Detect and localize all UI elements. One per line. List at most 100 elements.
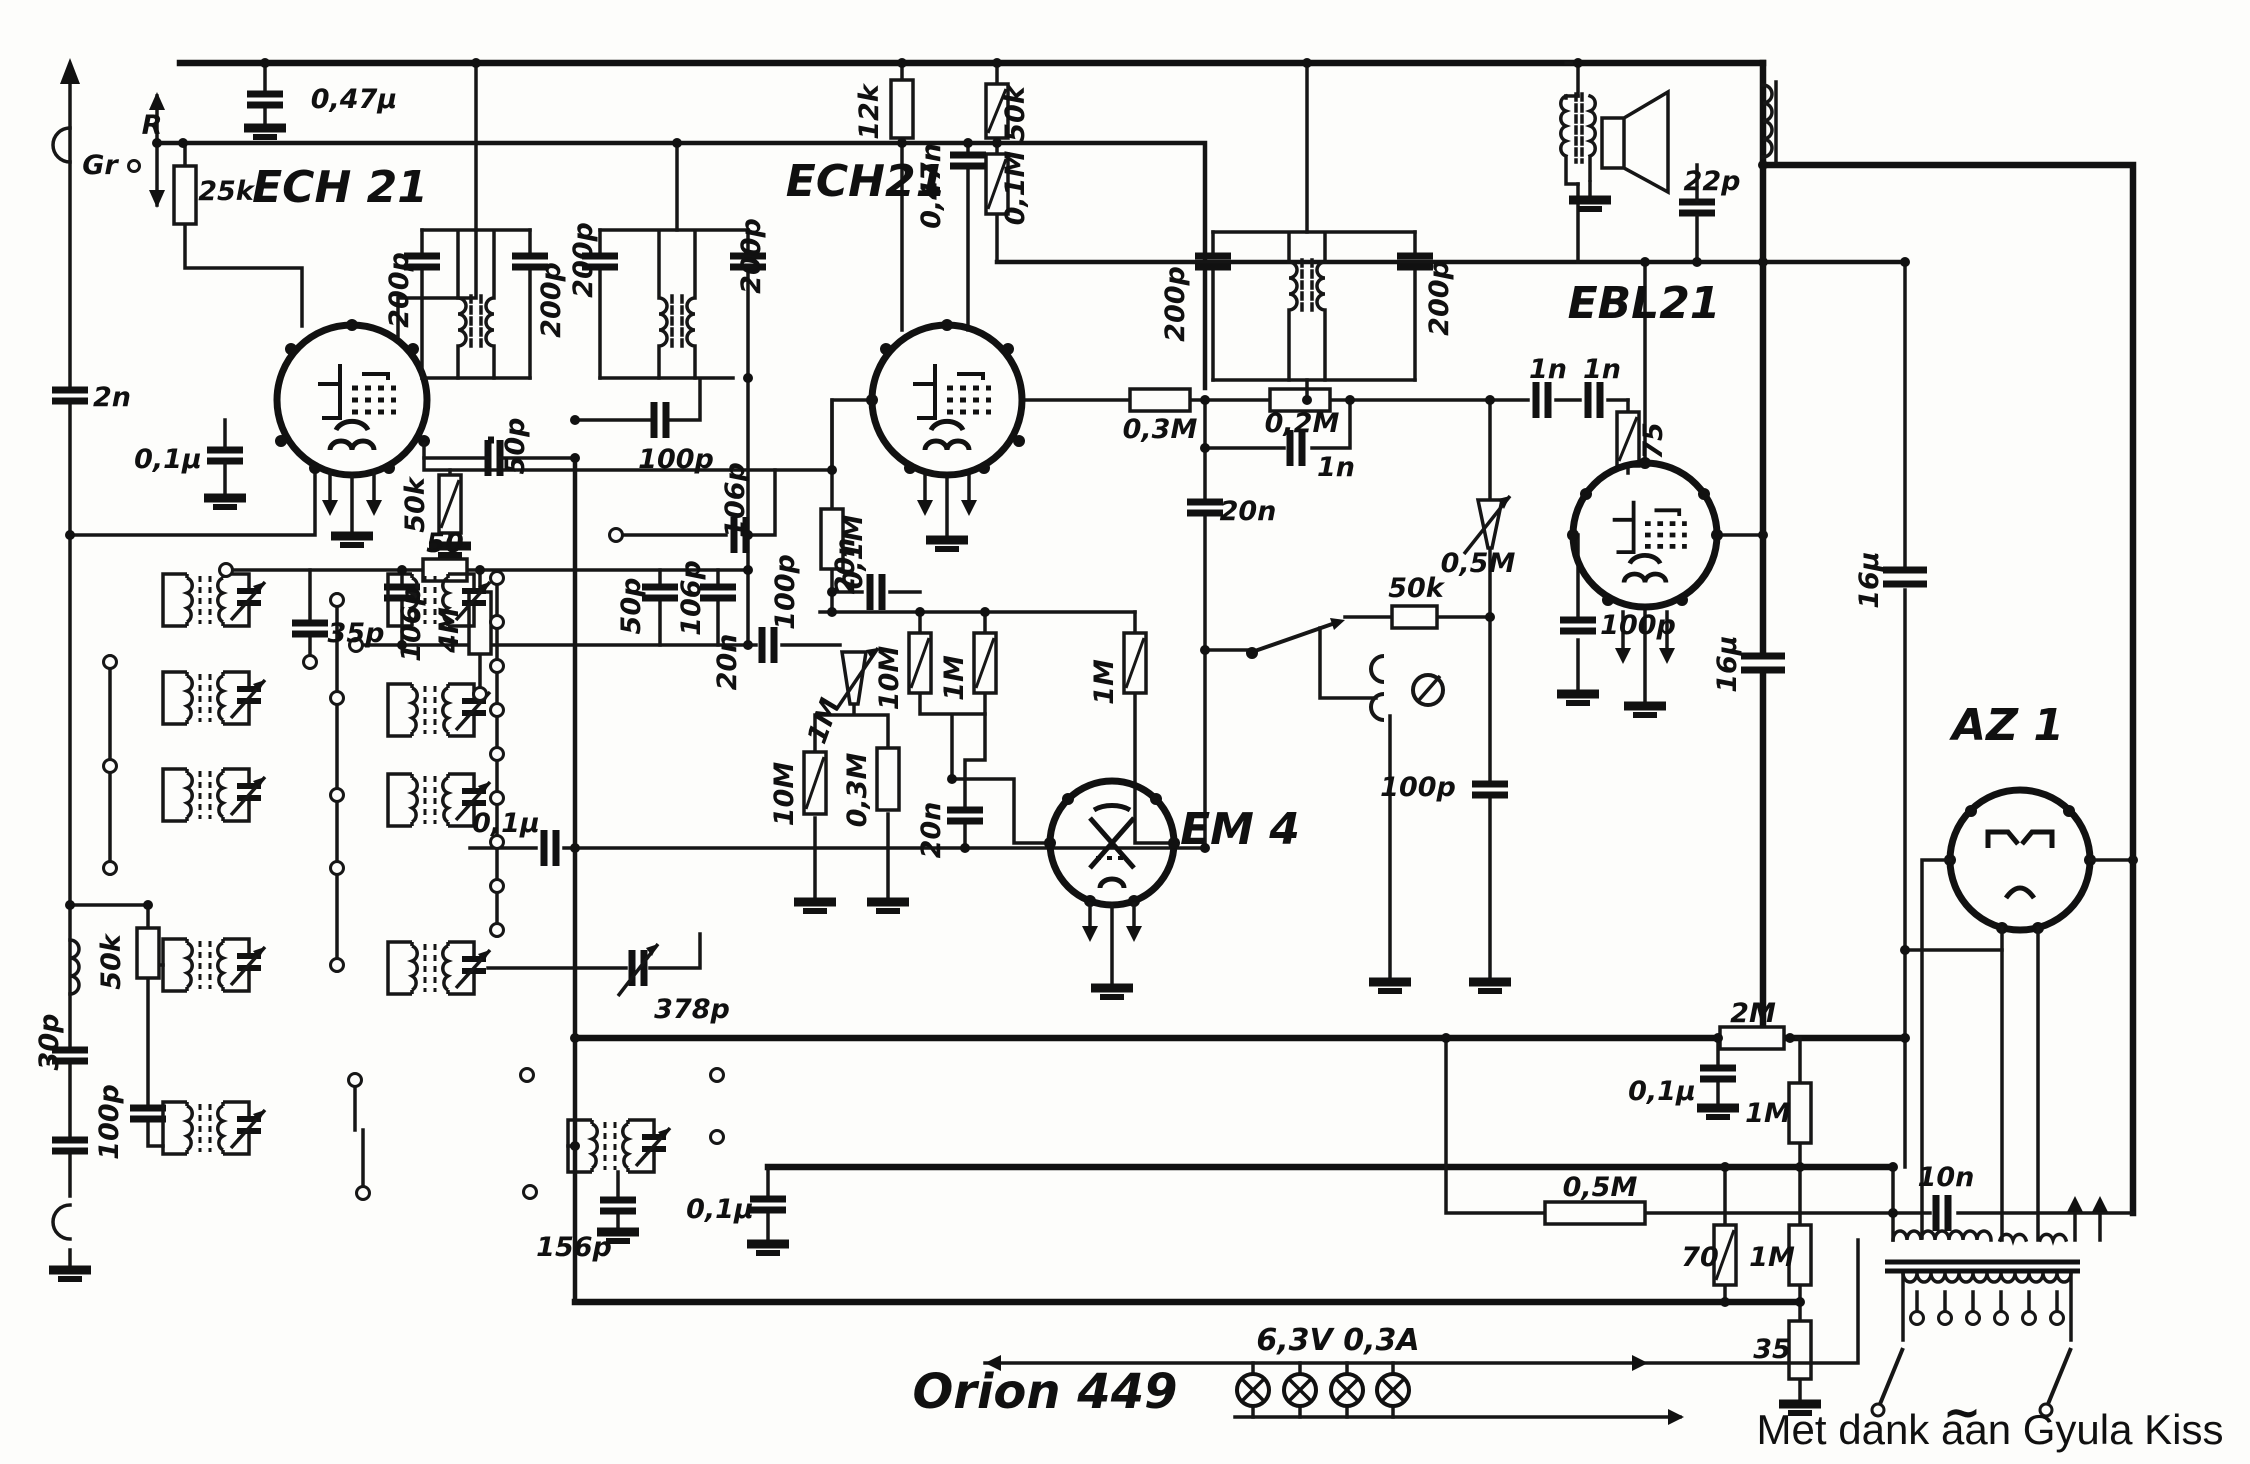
value-200p: 200p — [1424, 260, 1455, 336]
value-10m: 10M — [874, 646, 905, 711]
value-01u: 0,1μ — [472, 808, 540, 839]
value-50k: 50k — [400, 475, 431, 533]
value-106p: 106p — [396, 586, 427, 662]
value-05m: 0,5M — [1563, 1172, 1638, 1203]
cap-01u-bottom — [750, 1195, 786, 1214]
value-01u: 0,1μ — [134, 444, 202, 475]
cap-50p-osc — [642, 583, 678, 602]
bandswitch-coil-bank — [163, 574, 670, 1172]
value-1n: 1n — [1317, 452, 1355, 483]
resistor-03m-v — [875, 746, 901, 812]
cap-156p — [600, 1196, 636, 1215]
ebl21-wiring — [1488, 260, 1765, 702]
value-1m: 1M — [939, 655, 970, 701]
value-200p: 200p — [384, 252, 415, 328]
tube-ebl21 — [1567, 457, 1723, 611]
pickup-plug-icon — [1411, 673, 1445, 707]
resistor-slash — [1714, 1229, 1736, 1281]
heater-arrow-icon — [366, 500, 382, 516]
value-1m: 1M — [1749, 1242, 1795, 1273]
value-20n: 20n — [712, 634, 743, 691]
value-100p: 100p — [770, 554, 801, 630]
cap-100p-bank — [130, 1104, 166, 1123]
credit-caption: Met dank aan Gyula Kiss — [1757, 1406, 2224, 1453]
cap-16u-b — [1883, 566, 1927, 588]
tube-az1 — [1944, 786, 2096, 934]
value-10m: 10M — [769, 762, 800, 827]
dial-lamp-icon — [1375, 1372, 1411, 1408]
value-50p: 50p — [616, 578, 647, 635]
cap-047u — [247, 90, 283, 109]
cap-106p-1 — [384, 583, 420, 602]
heater-arrow-icon — [1659, 648, 1675, 664]
tube-name-ebl21: EBL21 — [1568, 278, 1721, 329]
cap-22p — [1679, 198, 1715, 217]
value-70: 70 — [1681, 1242, 1719, 1273]
cap-200p-a1 — [404, 252, 440, 271]
dial-lamp-icon — [1235, 1372, 1271, 1408]
value-10n: 10n — [1918, 1162, 1975, 1193]
cap-30p — [52, 1046, 88, 1065]
value-100p: 100p — [638, 444, 714, 475]
resistor-slash — [986, 158, 1008, 210]
output-transformer-speaker — [1559, 61, 1670, 264]
value-100p: 100p — [1600, 610, 1676, 641]
resistor-slash — [1617, 416, 1639, 462]
dial-lamp-wiring — [983, 1238, 1860, 1419]
cap-100p-em4feed — [1472, 780, 1508, 799]
value-2n: 2n — [93, 382, 131, 413]
value-047n: 0,47n — [916, 143, 947, 229]
value-50k: 50k — [1000, 84, 1031, 142]
resistor-2m — [1718, 1025, 1786, 1051]
resistor-slash — [1124, 637, 1146, 689]
value-05m: 0,5M — [1441, 548, 1516, 579]
trimmer-arrow-head — [646, 944, 658, 956]
az1-leads — [1920, 858, 2135, 1242]
cap-20n-b — [866, 574, 886, 610]
em4-cluster-wiring — [746, 398, 1176, 900]
value-1m: 1M — [1745, 1098, 1791, 1129]
resistor-50k-bank — [135, 926, 161, 980]
value-25k: 25k — [198, 176, 256, 207]
resistor-03m — [1128, 387, 1192, 413]
resistor-slash — [974, 637, 996, 689]
value-200p: 200p — [736, 218, 767, 294]
value-35: 35 — [1753, 1334, 1791, 1365]
resistor-slash — [909, 637, 931, 689]
cap-01u-agc — [1700, 1064, 1736, 1083]
resistor-1m-c — [1787, 1081, 1813, 1145]
mains-ac-symbol: ~ — [1943, 1385, 1982, 1439]
switch-pivot — [1246, 647, 1258, 659]
dial-lamp-icon — [1329, 1372, 1365, 1408]
resistor-25k — [172, 164, 198, 226]
value-16u: 16μ — [1854, 551, 1885, 608]
em4-leads — [1088, 902, 1136, 984]
cap-200p-a2 — [512, 252, 548, 271]
value-01u: 0,1μ — [686, 1194, 754, 1225]
cap-100p-coupling — [650, 402, 670, 438]
cap-1n-avc — [1286, 430, 1306, 466]
tube-name-ech21-2: ECH21 — [786, 156, 946, 207]
tube1-leads — [328, 230, 834, 544]
cap-20n-c — [947, 806, 983, 825]
tube-name-ech21-1: ECH 21 — [252, 162, 428, 213]
value-01m: 0,1M — [1000, 151, 1031, 226]
value-200p: 200p — [568, 222, 599, 298]
cap-01u-input — [207, 446, 243, 465]
value-02m: 0,2M — [1265, 408, 1340, 439]
value-03m: 0,3M — [842, 753, 873, 828]
heater-arrow-icon — [917, 500, 933, 516]
plug-slash — [1417, 674, 1442, 702]
resistor-slash — [804, 756, 826, 810]
labels-layer: R Gr 25k ECH 21 0,47μ 2n 0,1μ 50k 50p 50… — [34, 82, 2223, 1453]
cap-200p-c1 — [1195, 252, 1231, 271]
value-100p: 100p — [94, 1084, 125, 1160]
value-156p: 156p — [536, 1232, 612, 1263]
heater-feed-arrow-icon — [2092, 1196, 2108, 1212]
value-01u: 0,1μ — [1628, 1076, 1696, 1107]
r-terminal-arrow-icon — [149, 92, 165, 110]
value-378p: 378p — [654, 994, 730, 1025]
heater-line-arrow-icon — [1632, 1355, 1648, 1371]
